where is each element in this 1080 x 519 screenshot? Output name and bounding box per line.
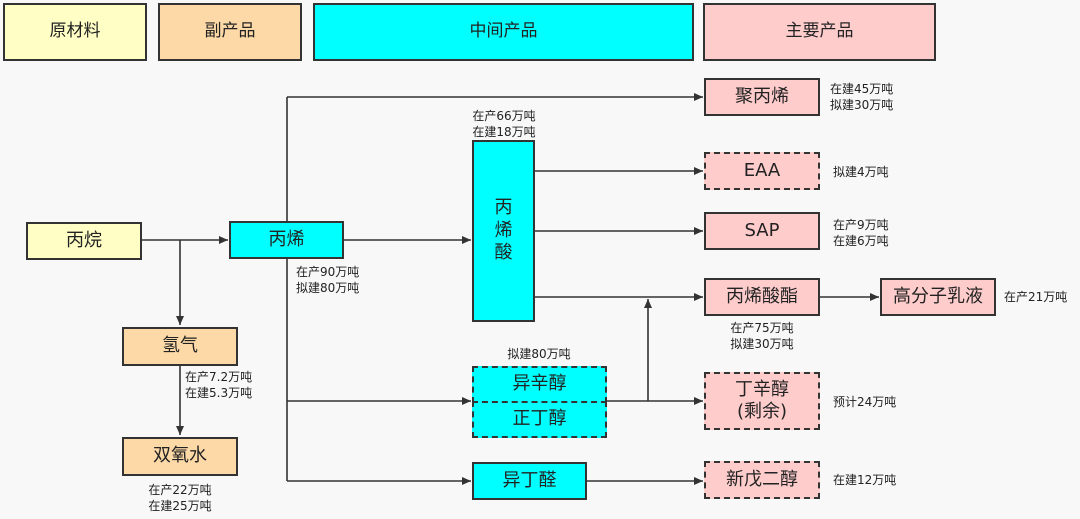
note-emulsion: 在产21万吨 bbox=[1004, 289, 1067, 305]
note-polypropylene-line-1: 在建45万吨 bbox=[830, 82, 894, 96]
legend-raw-material: 原材料 bbox=[3, 3, 147, 61]
legend-byproduct: 副产品 bbox=[158, 3, 302, 61]
note-acrylate-line-1: 在产75万吨 bbox=[730, 321, 794, 335]
node-acrylic-acid-char-1: 丙 bbox=[494, 197, 513, 219]
node-isobutyraldehyde: 异丁醛 bbox=[472, 462, 587, 500]
node-octanol-remainder: (剩余) bbox=[736, 401, 788, 422]
note-acrylic-acid: 在产66万吨 在建18万吨 bbox=[472, 108, 535, 140]
node-sap: SAP bbox=[704, 212, 820, 250]
legend-intermediate: 中间产品 bbox=[313, 3, 694, 61]
note-polypropylene-line-2: 拟建30万吨 bbox=[830, 98, 894, 112]
node-octanol-name: 丁辛醇 bbox=[735, 378, 789, 400]
node-propane: 丙烷 bbox=[26, 222, 142, 260]
legend-main-product: 主要产品 bbox=[703, 3, 936, 61]
note-acrylate: 在产75万吨 拟建30万吨 bbox=[730, 320, 793, 352]
note-sap: 在产9万吨 在建6万吨 bbox=[833, 217, 889, 249]
note-h2o2: 在产22万吨 在建25万吨 bbox=[148, 482, 211, 514]
note-sap-line-2: 在建6万吨 bbox=[833, 234, 889, 248]
note-propylene-line-2: 拟建80万吨 bbox=[296, 281, 360, 295]
node-octanol: 丁辛醇 (剩余) bbox=[704, 372, 820, 430]
node-isooctanol: 异辛醇 bbox=[472, 366, 607, 403]
note-isooctanol: 拟建80万吨 bbox=[507, 346, 570, 362]
node-npg: 新戊二醇 bbox=[704, 461, 820, 499]
node-acrylic-acid-char-3: 酸 bbox=[494, 242, 513, 264]
node-n-butanol: 正丁醇 bbox=[472, 401, 607, 438]
note-npg-line-1: 在建12万吨 bbox=[833, 473, 897, 487]
note-propylene: 在产90万吨 拟建80万吨 bbox=[296, 264, 359, 296]
note-acrylic-acid-line-2: 在建18万吨 bbox=[472, 125, 536, 139]
note-octanol-line-1: 预计24万吨 bbox=[833, 395, 897, 409]
node-emulsion: 高分子乳液 bbox=[880, 278, 996, 316]
note-acrylate-line-2: 拟建30万吨 bbox=[730, 337, 794, 351]
note-hydrogen-line-1: 在产7.2万吨 bbox=[185, 370, 253, 384]
note-eaa: 拟建4万吨 bbox=[833, 164, 889, 180]
node-h2o2: 双氧水 bbox=[122, 437, 238, 476]
note-hydrogen: 在产7.2万吨 在建5.3万吨 bbox=[185, 369, 252, 401]
note-npg: 在建12万吨 bbox=[833, 472, 896, 488]
node-hydrogen: 氢气 bbox=[122, 327, 238, 366]
note-eaa-line-1: 拟建4万吨 bbox=[833, 165, 889, 179]
note-isooctanol-line-1: 拟建80万吨 bbox=[507, 347, 571, 361]
note-acrylic-acid-line-1: 在产66万吨 bbox=[472, 109, 536, 123]
note-propylene-line-1: 在产90万吨 bbox=[296, 265, 360, 279]
node-acrylate: 丙烯酸酯 bbox=[704, 278, 820, 316]
note-emulsion-line-1: 在产21万吨 bbox=[1004, 290, 1068, 304]
node-acrylic-acid-char-2: 烯 bbox=[494, 219, 513, 241]
note-h2o2-line-2: 在建25万吨 bbox=[148, 499, 212, 513]
note-sap-line-1: 在产9万吨 bbox=[833, 218, 889, 232]
note-h2o2-line-1: 在产22万吨 bbox=[148, 483, 212, 497]
note-polypropylene: 在建45万吨 拟建30万吨 bbox=[830, 81, 893, 113]
node-propylene: 丙烯 bbox=[229, 221, 344, 259]
note-hydrogen-line-2: 在建5.3万吨 bbox=[185, 386, 253, 400]
note-octanol: 预计24万吨 bbox=[833, 394, 896, 410]
node-eaa: EAA bbox=[704, 152, 820, 190]
node-acrylic-acid: 丙 烯 酸 bbox=[472, 140, 535, 322]
node-polypropylene: 聚丙烯 bbox=[704, 78, 820, 116]
